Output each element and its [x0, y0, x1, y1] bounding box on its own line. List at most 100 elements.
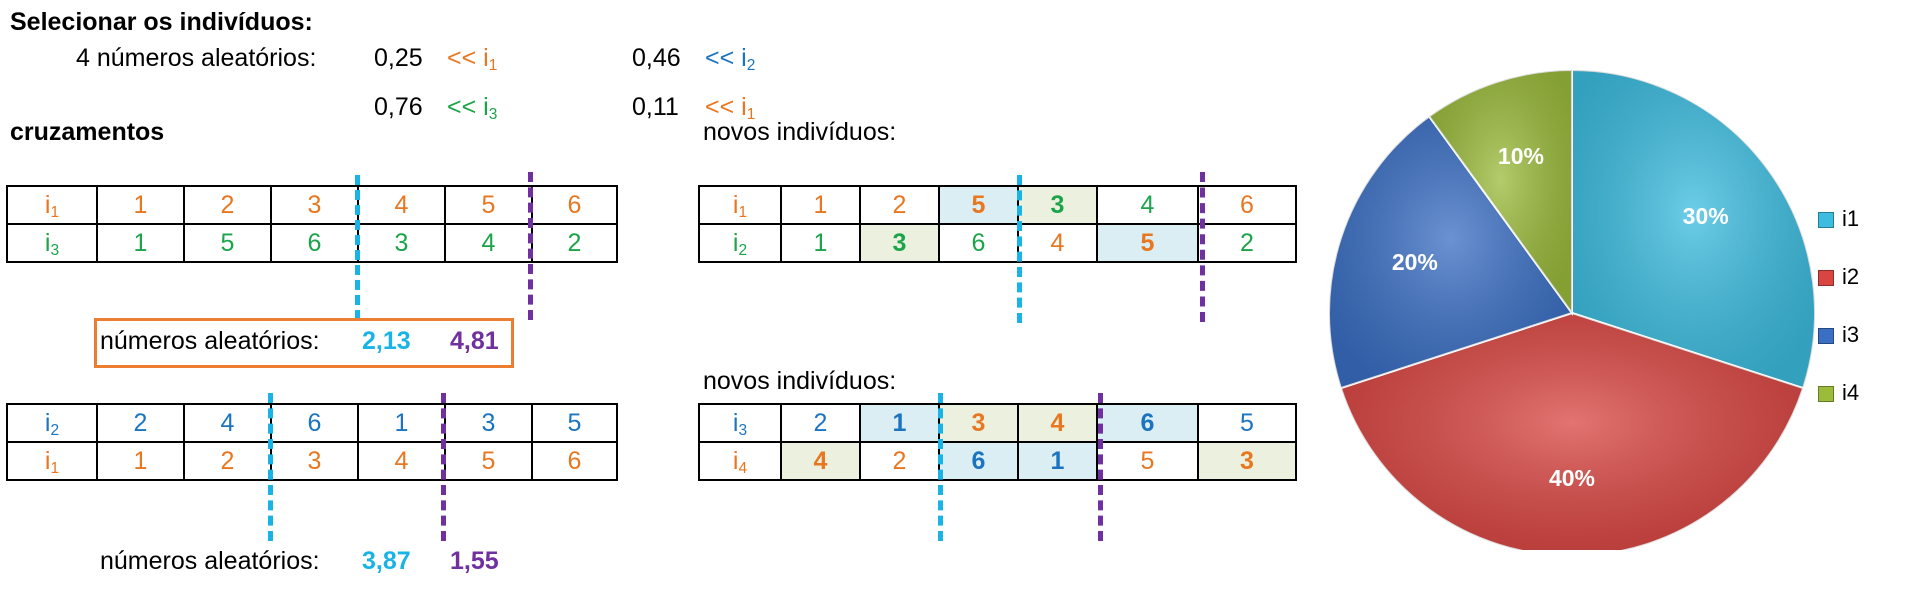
- pie-slice-shade-i3: [1329, 116, 1572, 389]
- c2-child-gene-cell: 6: [1096, 403, 1199, 443]
- legend-label-i3: i3: [1842, 322, 1860, 347]
- c2-child-gene-cell: 2: [859, 441, 940, 481]
- cut-line-2-a: [268, 393, 273, 541]
- draw-target-3: << i3: [447, 93, 498, 123]
- legend-label-i4: i4: [1842, 380, 1860, 405]
- cut-line-1-a: [355, 175, 360, 320]
- c1-parent-row-1-label: i1: [6, 185, 98, 225]
- c2-child-row-1-label: i3: [698, 403, 782, 443]
- c1-child-gene-cell: 2: [1197, 223, 1297, 263]
- c1-child-gene-cell: 6: [1197, 185, 1297, 225]
- legend-item-i2: i2: [1818, 264, 1859, 290]
- draw-value-1: 0,25: [374, 44, 423, 72]
- legend-label-i1: i1: [1842, 206, 1860, 231]
- selection-label: 4 números aleatórios:: [76, 44, 317, 72]
- draw-target-4: << i1: [705, 93, 756, 123]
- random-label-2: números aleatórios:: [100, 547, 320, 575]
- cut-line-2-b: [441, 393, 446, 541]
- c2-child-gene-cell: 1: [859, 403, 940, 443]
- pie-slice-shade-i1: [1572, 70, 1815, 389]
- random-value-2a: 3,87: [362, 547, 411, 575]
- c2-parent-gene-cell: 2: [183, 441, 272, 481]
- c1-parent-gene-cell: 1: [96, 223, 185, 263]
- pie-slice-shade-i4: [1429, 70, 1572, 313]
- c1-child-gene-cell: 1: [780, 185, 861, 225]
- c1-parent-row-2-label: i3: [6, 223, 98, 263]
- random-numbers-box: [94, 318, 514, 368]
- c2-child-gene-cell: 2: [780, 403, 861, 443]
- new-individuals-label-2: novos indivíduos:: [703, 367, 897, 395]
- c1-parent-gene-cell: 6: [270, 223, 359, 263]
- random-value-1b: 4,81: [450, 327, 499, 355]
- legend-swatch-i4: [1818, 386, 1834, 403]
- c2-parent-gene-cell: 3: [270, 441, 359, 481]
- cut-line-1-b: [528, 172, 533, 320]
- legend-swatch-i2: [1818, 270, 1834, 287]
- c2-parent-gene-cell: 1: [357, 403, 446, 443]
- cut-line-1-d: [1200, 172, 1205, 322]
- c2-parent-gene-cell: 6: [531, 441, 618, 481]
- c2-parent-gene-cell: 5: [444, 441, 533, 481]
- c1-child-gene-cell: 5: [1096, 223, 1199, 263]
- pie-label-i2: 40%: [1549, 465, 1595, 491]
- legend-item-i3: i3: [1818, 322, 1859, 348]
- c1-parent-gene-cell: 5: [183, 223, 272, 263]
- new-individuals-label-1: novos indivíduos:: [703, 118, 897, 146]
- random-label-1: números aleatórios:: [100, 327, 320, 355]
- c1-parent-gene-cell: 6: [531, 185, 618, 225]
- c1-parent-gene-cell: 4: [444, 223, 533, 263]
- c1-child-gene-cell: 6: [938, 223, 1019, 263]
- c2-parent-row-2-label: i1: [6, 441, 98, 481]
- legend-swatch-i3: [1818, 328, 1834, 345]
- c2-child-gene-cell: 1: [1017, 441, 1098, 481]
- c1-parent-gene-cell: 5: [444, 185, 533, 225]
- c1-child-gene-cell: 3: [1017, 185, 1098, 225]
- c2-parent-gene-cell: 6: [270, 403, 359, 443]
- c2-child-gene-cell: 4: [780, 441, 861, 481]
- c2-parent-gene-cell: 2: [96, 403, 185, 443]
- legend-item-i1: i1: [1818, 206, 1859, 232]
- draw-target-2: << i2: [705, 44, 756, 74]
- c1-parent-gene-cell: 2: [183, 185, 272, 225]
- draw-value-3: 0,76: [374, 93, 423, 121]
- draw-value-4: 0,11: [632, 93, 679, 121]
- c2-child-row-2-label: i4: [698, 441, 782, 481]
- crossover-title: cruzamentos: [10, 118, 165, 146]
- c2-child-gene-cell: 6: [938, 441, 1019, 481]
- c1-child-row-1-label: i1: [698, 185, 782, 225]
- c2-parent-gene-cell: 3: [444, 403, 533, 443]
- legend-swatch-i1: [1818, 212, 1834, 229]
- legend-label-i2: i2: [1842, 264, 1860, 289]
- c2-parent-gene-cell: 4: [357, 441, 446, 481]
- c1-parent-gene-cell: 3: [357, 223, 446, 263]
- c1-parent-gene-cell: 2: [531, 223, 618, 263]
- c2-child-gene-cell: 3: [938, 403, 1019, 443]
- pie-label-i3: 20%: [1392, 249, 1438, 275]
- c2-child-gene-cell: 4: [1017, 403, 1098, 443]
- random-value-1a: 2,13: [362, 327, 411, 355]
- pie-label-i4: 10%: [1498, 143, 1544, 169]
- c1-parent-gene-cell: 3: [270, 185, 359, 225]
- cut-line-1-c: [1017, 175, 1022, 323]
- cut-line-2-d: [1098, 393, 1103, 541]
- pie-slice-shade-i2: [1340, 313, 1804, 550]
- c2-parent-row-1-label: i2: [6, 403, 98, 443]
- c1-child-gene-cell: 3: [859, 223, 940, 263]
- legend-item-i4: i4: [1818, 380, 1859, 406]
- cut-line-2-c: [938, 393, 943, 541]
- c1-parent-gene-cell: 4: [357, 185, 446, 225]
- c1-child-gene-cell: 1: [780, 223, 861, 263]
- c1-child-row-2-label: i2: [698, 223, 782, 263]
- c2-parent-gene-cell: 4: [183, 403, 272, 443]
- pie-label-i1: 30%: [1683, 203, 1729, 229]
